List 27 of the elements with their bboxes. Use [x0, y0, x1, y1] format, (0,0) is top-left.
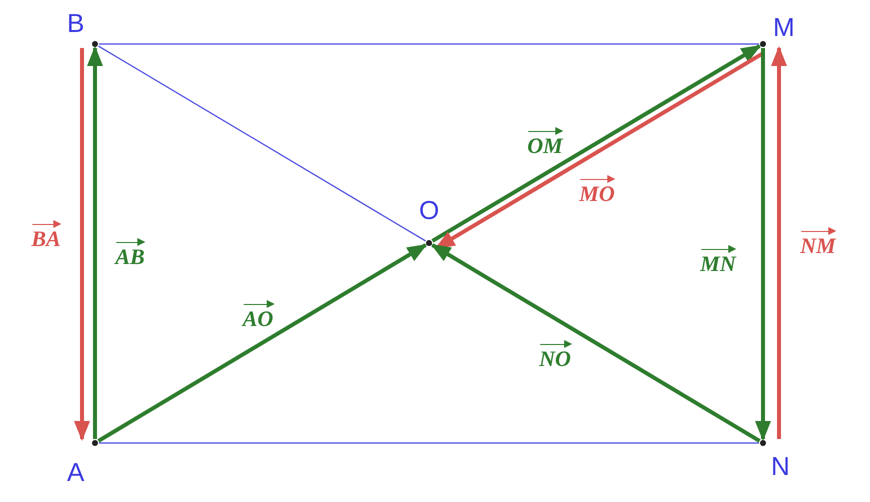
- line-segment: [99, 442, 759, 444]
- vector-label: OM: [527, 129, 563, 157]
- vector-label: AB: [115, 240, 145, 268]
- point: [92, 41, 98, 47]
- point: [92, 440, 98, 446]
- point-label: B: [67, 10, 84, 36]
- vector-label: BA: [31, 222, 61, 250]
- vector-arrow: [97, 243, 428, 443]
- vector-label: NM: [800, 229, 836, 257]
- line-segment: [99, 43, 759, 45]
- point: [760, 41, 766, 47]
- vector-label: MO: [579, 177, 615, 205]
- vector-arrow: [771, 46, 787, 439]
- vector-label: MN: [700, 247, 736, 275]
- vector-label: NO: [539, 342, 571, 370]
- vector-label: AO: [242, 302, 274, 330]
- point-label: M: [773, 14, 795, 40]
- vector-arrow: [430, 243, 761, 443]
- point: [760, 440, 766, 446]
- point: [426, 240, 432, 246]
- point-label: O: [419, 197, 440, 223]
- vector-arrow: [755, 48, 771, 441]
- line-segment: [98, 46, 426, 242]
- vector-arrow: [87, 46, 103, 439]
- vector-arrow: [74, 48, 90, 441]
- point-label: N: [771, 453, 790, 479]
- point-label: A: [67, 459, 84, 485]
